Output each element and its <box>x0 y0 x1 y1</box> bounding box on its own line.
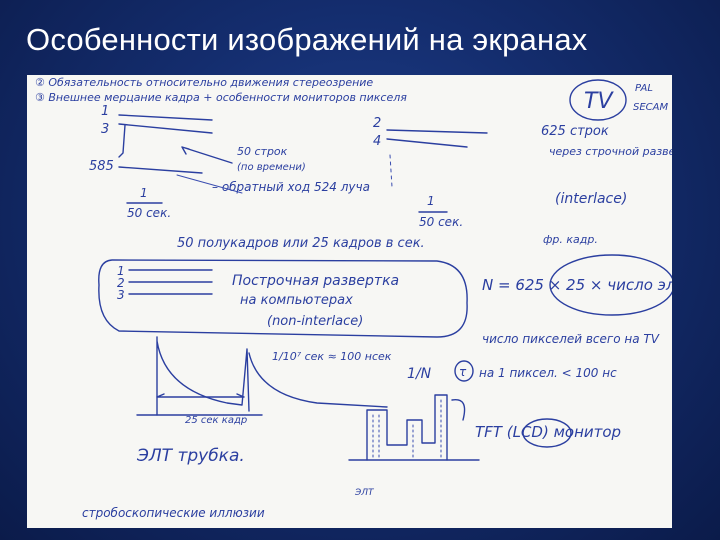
tft-wave <box>366 394 448 461</box>
scan-vertical-left <box>118 124 126 158</box>
list-1: 1 <box>117 264 125 278</box>
secam-label: SECAM <box>633 102 668 113</box>
arrow-rows <box>181 146 233 164</box>
num-585: 585 <box>89 159 114 174</box>
non-interlace-label: (non-interlace) <box>267 314 363 329</box>
crt-pulse-wave <box>156 336 250 416</box>
frac-num-left: 1 <box>140 186 148 200</box>
rows-50-label: 50 строк <box>237 145 288 158</box>
by-time-label: (по времени) <box>237 162 306 173</box>
num-3: 3 <box>101 122 109 137</box>
frac-den-middle: 50 сек. <box>419 215 463 229</box>
tv-circle <box>569 79 627 121</box>
frame-arrow <box>156 393 245 398</box>
progressive-box <box>98 259 468 338</box>
num-1: 1 <box>101 104 109 119</box>
frame-25-label: 25 сек кадр <box>185 415 247 426</box>
tau-label: τ <box>459 365 467 379</box>
handwritten-sketch: ② Обязательность относительно движения с… <box>27 75 672 528</box>
scan-dashed-middle <box>389 154 393 188</box>
bottom-note: стробоскопические иллюзии <box>82 506 265 520</box>
crt-decay-wave <box>248 352 388 408</box>
rows-625: 625 строк <box>541 124 609 139</box>
interleaved-note: через строчной развертки <box>549 145 672 158</box>
pixel-equation: N = 625 × 25 × число эл-тов в строке <box>482 276 672 294</box>
list-2: 2 <box>117 276 125 290</box>
equation-circle <box>549 254 672 316</box>
sketch-drawing: ② Обязательность относительно движения с… <box>35 76 672 520</box>
pixels-note: число пикселей всего на TV <box>482 332 660 346</box>
halfframes-label: 50 полукадров или 25 кадров в сек. <box>177 236 425 251</box>
tau-circle <box>454 360 474 382</box>
scan-lines-middle <box>386 129 488 148</box>
progressive-lines <box>128 269 213 295</box>
freq-frame-label: фр. кадр. <box>543 233 598 246</box>
interlace-label: (interlace) <box>555 191 627 207</box>
num-4: 4 <box>373 134 381 149</box>
one-pixel-note: на 1 пиксел. < 100 нс <box>479 366 617 380</box>
scan-bottom-line <box>118 166 203 174</box>
tft-arrow <box>451 398 466 421</box>
pal-label: PAL <box>635 83 653 94</box>
elt-small-label: ЭЛТ <box>354 488 375 498</box>
frac-den-left: 50 сек. <box>127 206 171 220</box>
time-fraction: 1/10⁷ сек ≈ 100 нсек <box>272 350 392 363</box>
one-over-n: 1/N <box>407 366 432 382</box>
tv-label: TV <box>584 89 614 114</box>
progressive-title: Построчная развертка <box>232 273 399 289</box>
tft-hatching <box>372 399 442 461</box>
note-line-2: ③ Внешнее мерцание кадра + особенности м… <box>35 91 407 104</box>
reverse-beam-label: – обратный ход 524 луча <box>212 180 370 194</box>
crt-label: ЭЛТ трубка. <box>136 446 245 466</box>
num-2: 2 <box>373 116 381 131</box>
lcd-circle <box>522 418 572 448</box>
reverse-beam-line <box>176 174 243 194</box>
scan-lines-left <box>118 114 213 134</box>
frac-num-middle: 1 <box>427 194 435 208</box>
list-3: 3 <box>117 288 125 302</box>
on-computers-label: на компьютерах <box>240 293 353 308</box>
note-line-1: ② Обязательность относительно движения с… <box>35 76 373 89</box>
tft-label: TFT (LCD) монитор <box>475 423 621 441</box>
slide-title: Особенности изображений на экранах <box>26 22 588 57</box>
